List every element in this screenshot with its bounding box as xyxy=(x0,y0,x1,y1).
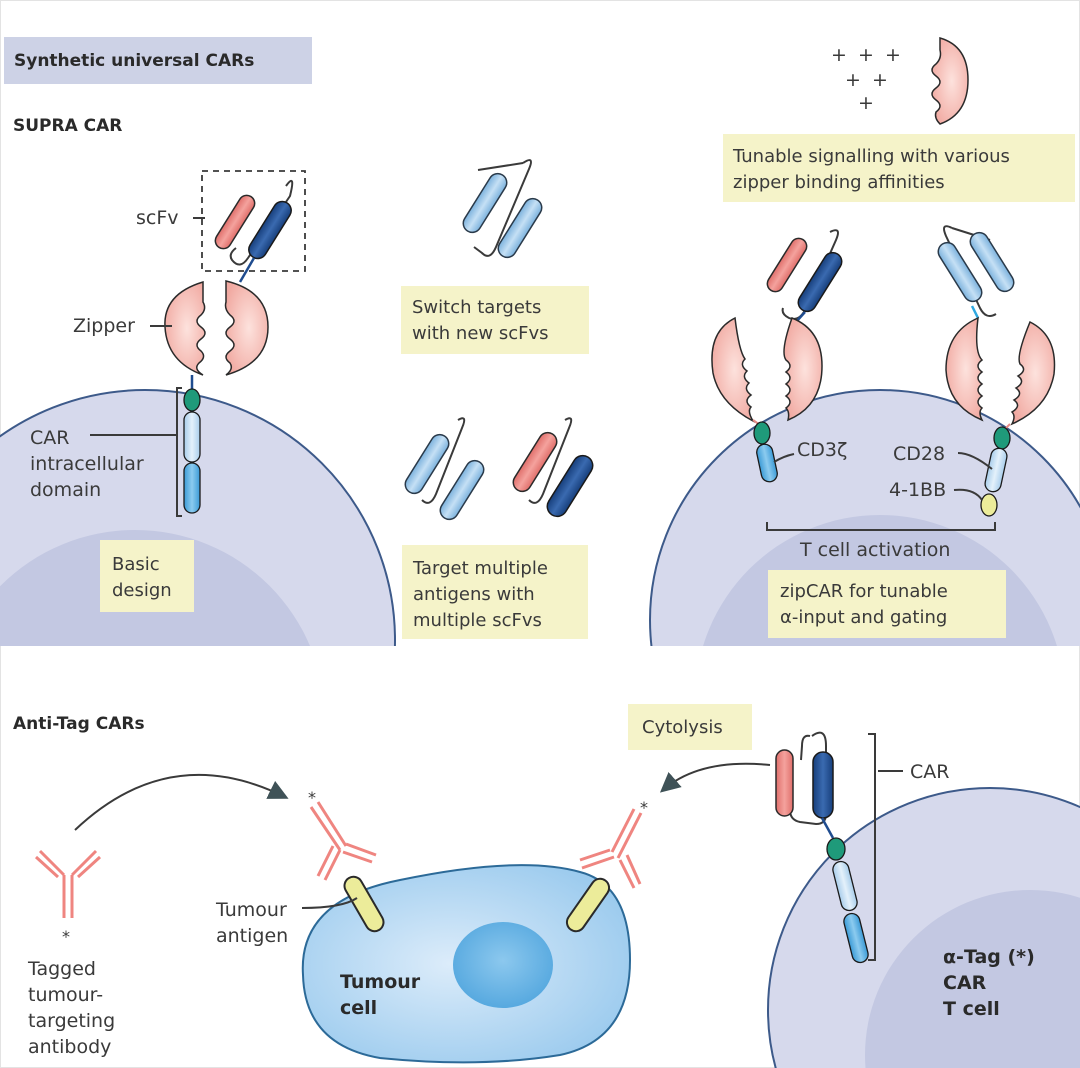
header-bar: Synthetic universal CARs xyxy=(4,37,312,84)
zipcar-left-intracellular xyxy=(753,421,778,483)
tagged-antibody-label-1: Tagged xyxy=(27,958,96,980)
cd3z-label: CD3ζ xyxy=(797,439,847,461)
svg-text:+: + xyxy=(858,92,874,114)
car-intracellular-label-1: CAR xyxy=(30,427,69,449)
svg-text:Target multiple: Target multiple xyxy=(412,558,548,579)
tunable-box: Tunable signalling with various zipper b… xyxy=(723,134,1075,202)
svg-text:+: + xyxy=(845,69,861,91)
zipcar-box: zipCAR for tunable α-input and gating xyxy=(768,570,1006,638)
zipcar-left-zipper xyxy=(711,316,823,426)
zipcar-right-intracellular xyxy=(980,426,1011,517)
t-cell-activation-label: T cell activation xyxy=(799,539,950,561)
scfv-multi-dual xyxy=(512,417,594,518)
svg-text:α-input and gating: α-input and gating xyxy=(780,607,947,628)
tag-star-left: * xyxy=(308,788,316,807)
cd28-label: CD28 xyxy=(893,443,945,465)
tagged-antibody-bound-left xyxy=(309,801,377,881)
tumour-antigen-pointer xyxy=(301,897,358,909)
svg-text:+: + xyxy=(831,44,847,66)
tumour-nucleus xyxy=(453,922,553,1008)
scfv-multi-light xyxy=(404,417,485,521)
svg-text:with new scFvs: with new scFvs xyxy=(412,323,549,344)
4-1bb-pointer xyxy=(953,488,983,501)
zipcar-left-scfv xyxy=(766,229,843,323)
svg-text:zipper binding affinities: zipper binding affinities xyxy=(733,172,945,193)
tagged-antibody-bound-right xyxy=(579,808,643,889)
4-1bb-label: 4-1BB xyxy=(889,479,946,501)
tag-star-free: * xyxy=(62,927,70,946)
antitag-car-construct xyxy=(775,731,869,964)
tagged-antibody-label-4: antibody xyxy=(28,1036,111,1058)
arrow-cytolysis xyxy=(659,762,771,793)
zipper-single xyxy=(931,37,969,125)
svg-text:Tunable signalling with variou: Tunable signalling with various xyxy=(732,146,1010,167)
tumour-antigen-left xyxy=(343,875,385,933)
car-intracellular-label-2: intracellular xyxy=(30,453,144,475)
svg-text:Basic: Basic xyxy=(112,554,160,575)
antitag-heading: Anti-Tag CARs xyxy=(13,714,145,734)
tagged-antibody-label-3: targeting xyxy=(28,1010,115,1032)
cd28-pointer xyxy=(957,452,993,470)
tumour-cell-label-2: cell xyxy=(340,997,377,1019)
zipper-label: Zipper xyxy=(73,315,135,337)
tcell-label-1: α-Tag (*) xyxy=(943,946,1035,968)
svg-text:+: + xyxy=(858,44,874,66)
svg-text:+: + xyxy=(885,44,901,66)
tumour-cell-label-1: Tumour xyxy=(340,971,421,993)
car-bracket xyxy=(868,733,876,961)
basic-design-box: Basic design xyxy=(100,540,194,612)
zipcar-right-scfv xyxy=(937,225,1015,319)
switch-targets-box: Switch targets with new scFvs xyxy=(401,286,589,354)
tag-star-right: * xyxy=(640,798,648,817)
svg-text:multiple scFvs: multiple scFvs xyxy=(413,610,542,631)
section-title: Synthetic universal CARs xyxy=(14,51,254,71)
svg-text:zipCAR for tunable: zipCAR for tunable xyxy=(780,581,948,602)
svg-text:Switch targets: Switch targets xyxy=(412,297,541,318)
zipper-basic xyxy=(164,280,269,376)
car-intracellular-basic xyxy=(90,375,201,517)
tcell-label-2: CAR xyxy=(943,972,987,994)
zipcar-right-zipper xyxy=(945,316,1056,431)
cd3z-pointer xyxy=(773,453,795,463)
target-multiple-box: Target multiple antigens with multiple s… xyxy=(402,545,588,639)
scfv-box xyxy=(201,170,306,272)
svg-text:antigens with: antigens with xyxy=(413,584,535,605)
cytolysis-box: Cytolysis xyxy=(628,704,752,750)
tcell-label-3: T cell xyxy=(943,998,1000,1020)
tumour-antigen-label-1: Tumour xyxy=(215,899,287,921)
tumour-antigen-right xyxy=(565,877,611,933)
tumour-antigen-label-2: antigen xyxy=(216,925,288,947)
supra-heading: SUPRA CAR xyxy=(13,116,122,136)
scfv-basic xyxy=(214,179,294,283)
svg-text:Cytolysis: Cytolysis xyxy=(642,717,723,738)
scfv-switch xyxy=(462,159,543,259)
tagged-antibody-free xyxy=(34,849,102,918)
plus-signs: + + + + + + xyxy=(831,44,901,114)
svg-text:+: + xyxy=(872,69,888,91)
tagged-antibody-label-2: tumour- xyxy=(28,984,103,1006)
antitag-tcell xyxy=(767,787,1080,1068)
car-label: CAR xyxy=(910,761,949,783)
t-cell-activation-bracket xyxy=(766,522,996,531)
scfv-label: scFv xyxy=(136,207,179,229)
svg-text:design: design xyxy=(112,580,172,601)
arrow-binding xyxy=(74,773,289,831)
car-intracellular-label-3: domain xyxy=(30,479,101,501)
